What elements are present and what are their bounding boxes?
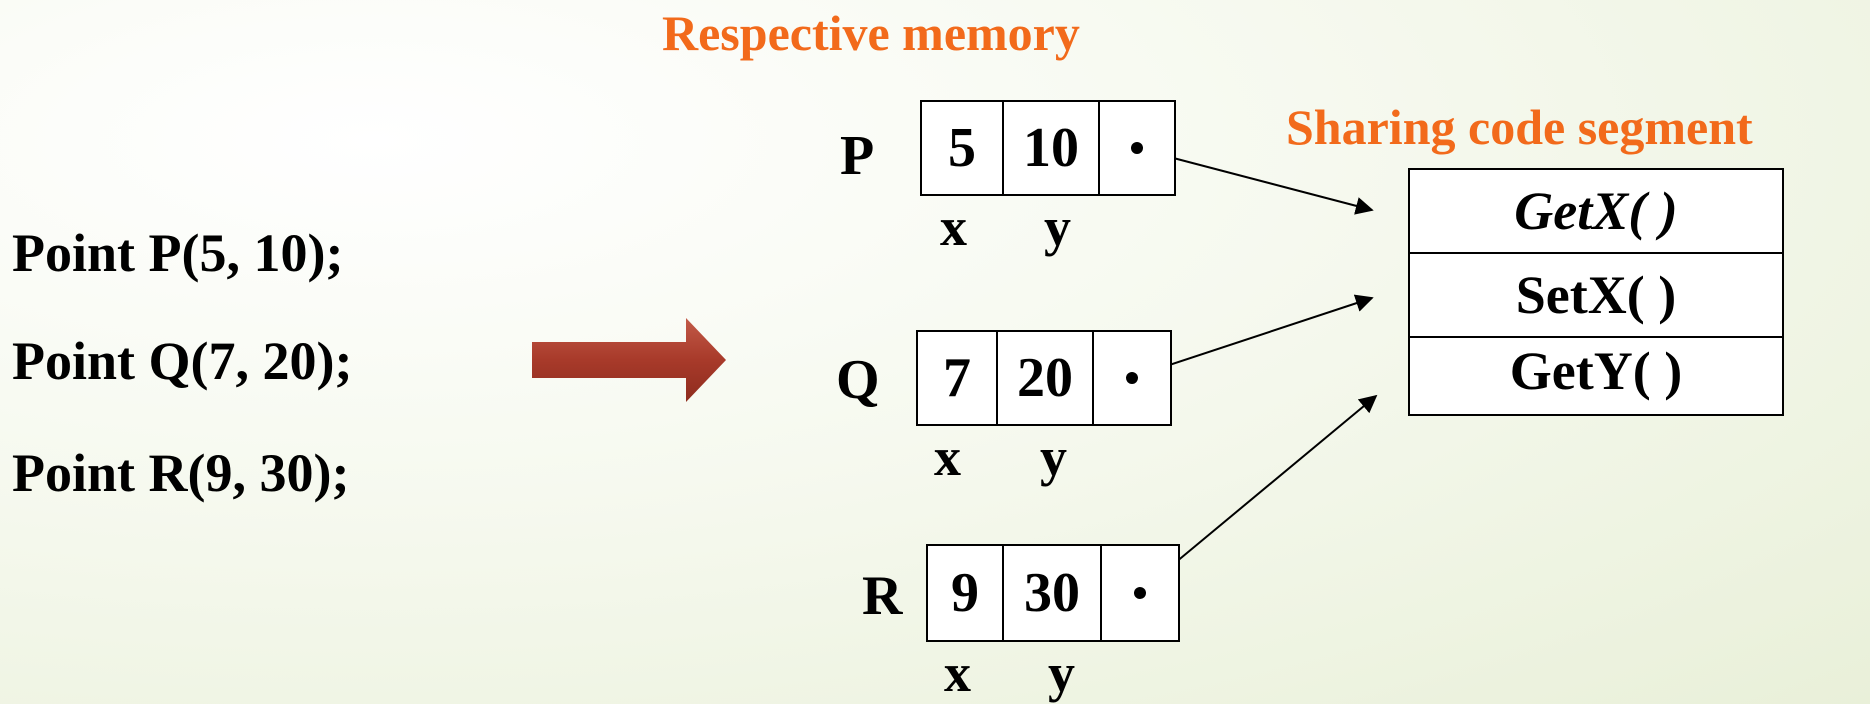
object-p-pointer xyxy=(1100,102,1174,194)
object-r-pointer xyxy=(1102,546,1178,640)
object-p-label: P xyxy=(840,125,875,187)
declaration-r: Point R(9, 30); xyxy=(12,443,350,503)
object-p-y: 10 xyxy=(1004,102,1100,194)
object-q-box: 7 20 xyxy=(916,330,1172,426)
declaration-p: Point P(5, 10); xyxy=(12,223,344,283)
object-r-box: 9 30 xyxy=(926,544,1180,642)
memory-title: Respective memory xyxy=(662,5,1080,61)
object-q-y-label: y xyxy=(1040,427,1067,487)
object-r-y-label: y xyxy=(1048,643,1075,703)
pointer-dot-icon xyxy=(1134,587,1146,599)
object-r-x: 9 xyxy=(928,546,1004,640)
object-p-x: 5 xyxy=(922,102,1004,194)
pointer-dot-icon xyxy=(1126,372,1138,384)
object-p-box: 5 10 xyxy=(920,100,1176,196)
object-r-y: 30 xyxy=(1004,546,1102,640)
object-p-y-label: y xyxy=(1044,197,1071,257)
code-gety: GetY( ) xyxy=(1509,341,1683,401)
object-r-label: R xyxy=(862,565,903,627)
object-q-x-label: x xyxy=(934,427,961,487)
code-getx: GetX( ) xyxy=(1410,170,1782,254)
code-segment-box: GetX( ) SetX( ) GetY( ) xyxy=(1408,168,1784,416)
object-q-x: 7 xyxy=(918,332,998,424)
object-p-x-label: x xyxy=(940,197,967,257)
code-segment-title: Sharing code segment xyxy=(1286,99,1753,155)
object-q-label: Q xyxy=(836,349,880,411)
declaration-q: Point Q(7, 20); xyxy=(12,331,353,391)
pointer-dot-icon xyxy=(1131,142,1143,154)
object-r-x-label: x xyxy=(944,643,971,703)
object-q-pointer xyxy=(1094,332,1170,424)
code-setx: SetX( ) xyxy=(1410,254,1782,338)
object-q-y: 20 xyxy=(998,332,1094,424)
right-arrow-icon xyxy=(532,318,726,402)
